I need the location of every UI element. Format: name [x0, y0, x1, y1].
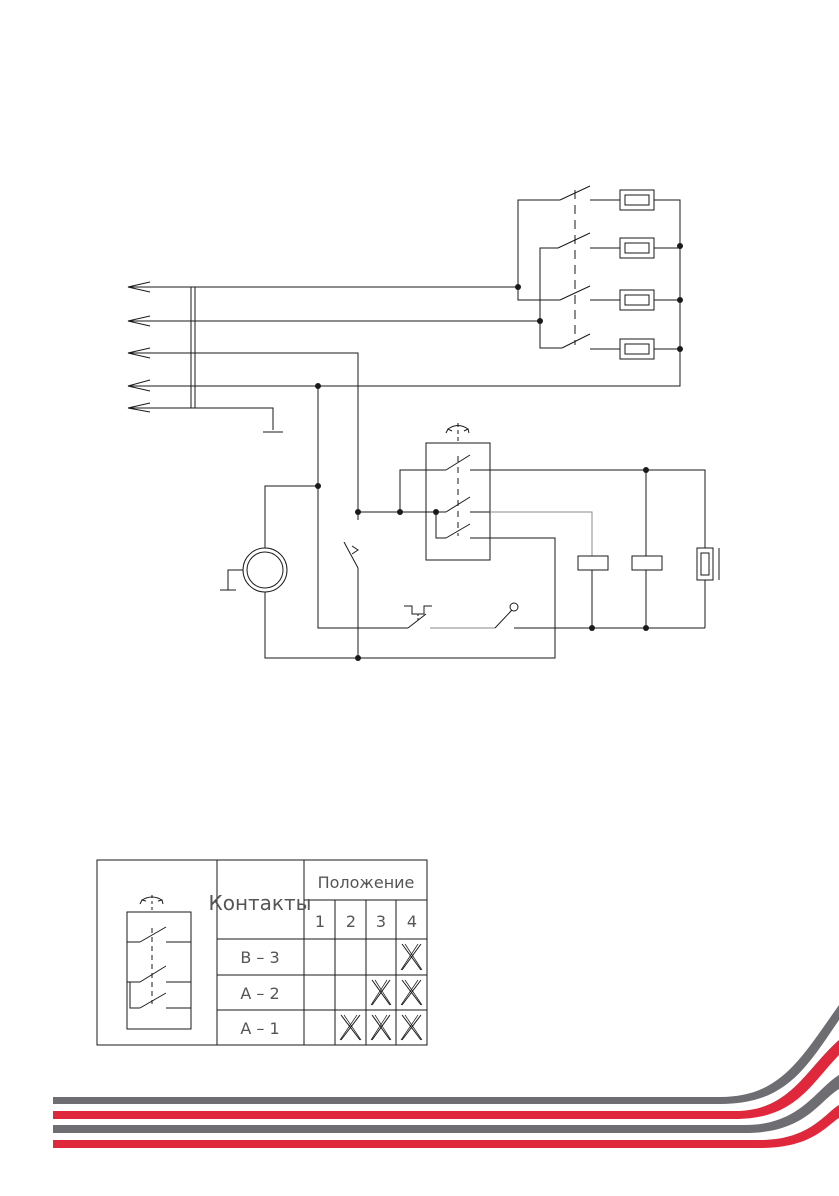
- row-label-a1: A – 1: [240, 1019, 279, 1038]
- row-label-a2: A – 2: [240, 984, 279, 1003]
- control-circuit: [220, 386, 719, 658]
- motor-circle: [243, 548, 287, 592]
- contact-closed-mark: [340, 1015, 361, 1040]
- contact-closed-mark: [401, 980, 422, 1005]
- marks-layer: [340, 944, 422, 1040]
- fuse-2: [620, 238, 654, 258]
- input-arrows: [128, 282, 150, 412]
- position-label-3: 3: [376, 912, 386, 931]
- fuse-4: [620, 339, 654, 359]
- position-label-4: 4: [407, 912, 417, 931]
- contact-closed-mark: [371, 980, 391, 1005]
- position-label-2: 2: [346, 912, 356, 931]
- contact-closed-mark: [401, 1015, 422, 1040]
- contacts-table: Контакты Положение 1 2 3 4 B – 3 A – 2 A…: [97, 860, 427, 1045]
- switch-symbol-icon: [127, 895, 191, 1029]
- relay-coil-1: [578, 556, 608, 570]
- contacts-header: Контакты: [209, 891, 312, 915]
- junction-dots: [315, 243, 683, 661]
- stripe-gray-1: [53, 1005, 839, 1104]
- fuse-3: [620, 290, 654, 310]
- relay-coil-2: [632, 556, 662, 570]
- contact-closed-mark: [371, 1015, 391, 1040]
- wiring-diagram: [128, 186, 719, 661]
- brand-stripes: [53, 1005, 839, 1148]
- feeder-lines: [128, 200, 680, 512]
- position-header: Положение: [318, 873, 415, 892]
- fuse-1: [620, 190, 654, 210]
- row-label-b3: B – 3: [240, 948, 279, 967]
- fuse-switch-group: [518, 186, 680, 359]
- stripe-red-1: [53, 1040, 839, 1119]
- position-label-1: 1: [315, 912, 325, 931]
- contact-closed-mark: [401, 944, 422, 970]
